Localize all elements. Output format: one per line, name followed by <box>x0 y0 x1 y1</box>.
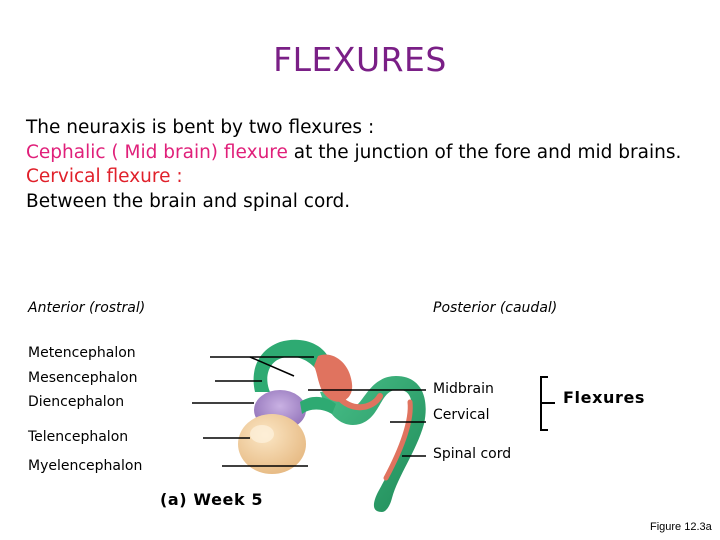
telencephalon-shape <box>238 414 306 474</box>
label-midbrain: Midbrain <box>433 381 494 397</box>
anterior-label: Anterior (rostral) <box>28 300 146 316</box>
myelencephalon-shape <box>300 396 336 414</box>
label-mesencephalon: Mesencephalon <box>28 370 138 386</box>
description-paragraph: The neuraxis is bent by two flexures : C… <box>26 116 706 214</box>
intro-line: The neuraxis is bent by two flexures : <box>26 117 375 138</box>
label-myelencephalon: Myelencephalon <box>28 458 143 474</box>
label-diencephalon: Diencephalon <box>28 394 125 410</box>
spinal-cord-shape <box>320 376 426 512</box>
telencephalon-highlight <box>250 425 274 443</box>
mesencephalon-shape <box>314 354 353 402</box>
metencephalon-shape <box>253 339 330 392</box>
cervical-flexure-desc: Between the brain and spinal cord. <box>26 190 351 212</box>
spinal-cord-stripe <box>383 399 413 481</box>
cephalic-flexure-desc: at the junction of the fore and mid brai… <box>287 141 682 163</box>
slide-title: FLEXURES <box>273 40 447 79</box>
cervical-flexure-term: Cervical flexure : <box>26 166 183 187</box>
label-cervical: Cervical <box>433 407 490 423</box>
figure-number: Figure 12.3a <box>650 521 712 533</box>
cephalic-line: Cephalic ( Mid brain) flexure at the jun… <box>26 141 706 166</box>
label-spinal-cord: Spinal cord <box>433 446 512 462</box>
figure-caption: (a) Week 5 <box>160 490 264 509</box>
posterior-label: Posterior (caudal) <box>433 300 558 316</box>
label-telencephalon: Telencephalon <box>28 429 129 445</box>
cephalic-flexure-term: Cephalic ( Mid brain) flexure <box>26 141 288 163</box>
label-metencephalon: Metencephalon <box>28 345 136 361</box>
flexures-label: Flexures <box>563 388 646 407</box>
leader-metencephalon-2 <box>249 356 295 377</box>
